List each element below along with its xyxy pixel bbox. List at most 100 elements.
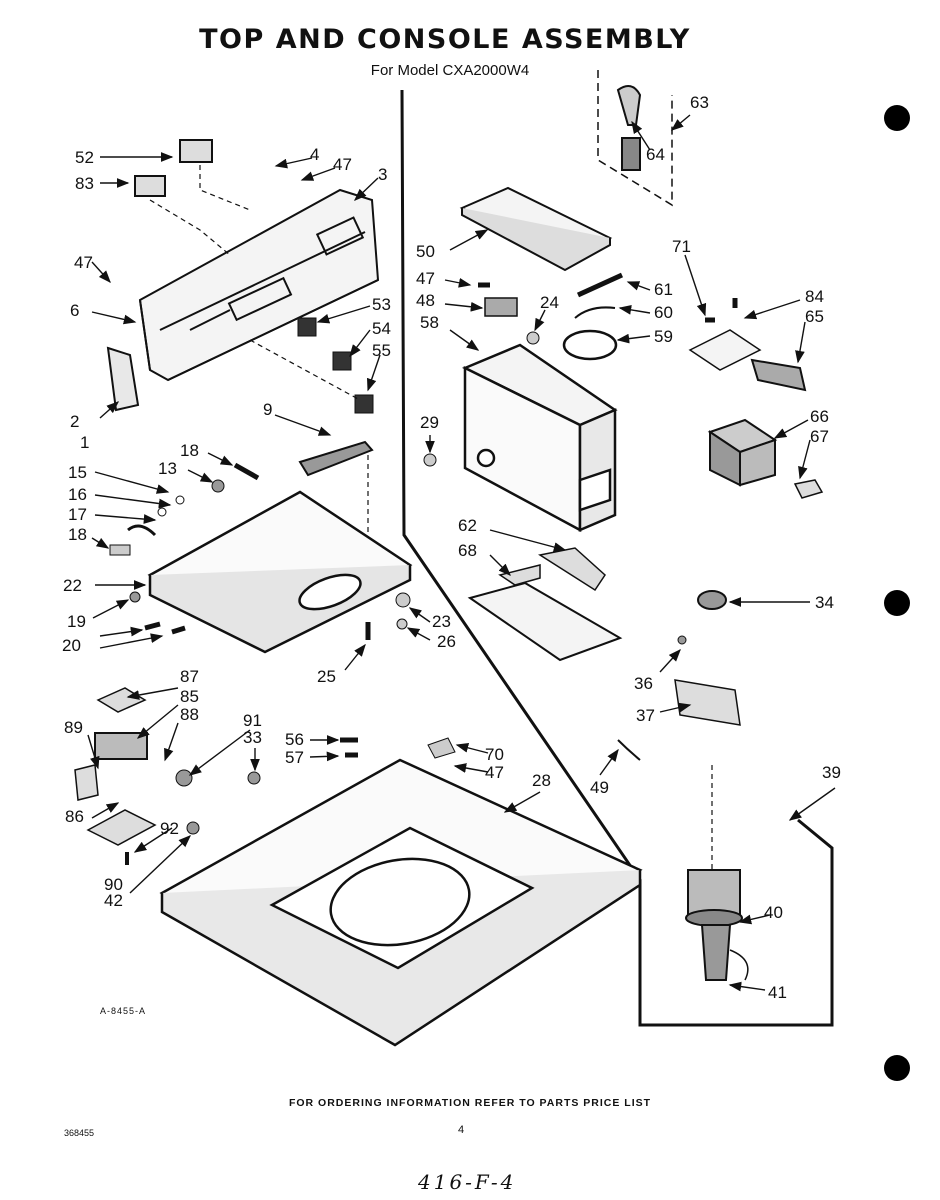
callout-label: 86 bbox=[65, 807, 84, 826]
handwritten-note: 416-F-4 bbox=[418, 1170, 517, 1194]
callout-label: 87 bbox=[180, 667, 199, 686]
callout-label: 4 bbox=[310, 145, 319, 164]
fastener-part bbox=[423, 453, 437, 467]
callout-label: 18 bbox=[180, 441, 199, 460]
switch-box-part bbox=[707, 418, 778, 487]
knob-part bbox=[332, 351, 352, 371]
callout-label: 28 bbox=[532, 771, 551, 790]
callout-label: 17 bbox=[68, 505, 87, 524]
callout-labels: 52 83 4 47 3 47 6 2 1 53 54 55 9 18 13 1… bbox=[62, 93, 841, 1002]
callout-label: 62 bbox=[458, 516, 477, 535]
callout-label: 48 bbox=[416, 291, 435, 310]
callout-label: 42 bbox=[104, 891, 123, 910]
callout-label: 52 bbox=[75, 148, 94, 167]
bracket-part bbox=[86, 809, 157, 846]
small-part bbox=[157, 507, 167, 517]
callout-label: 47 bbox=[74, 253, 93, 272]
lid-part bbox=[147, 490, 413, 654]
knob-part bbox=[297, 317, 317, 337]
callout-label: 23 bbox=[432, 612, 451, 631]
bracket-part bbox=[484, 297, 518, 317]
model-subtitle: For Model CXA2000W4 bbox=[370, 62, 530, 79]
rod-part bbox=[576, 272, 624, 298]
callout-label: 85 bbox=[180, 687, 199, 706]
callout-label: 36 bbox=[634, 674, 653, 693]
cabinet-top-part bbox=[159, 758, 643, 1047]
fastener-part bbox=[175, 769, 193, 787]
callout-label: 83 bbox=[75, 174, 94, 193]
callout-label: 47 bbox=[485, 763, 504, 782]
callout-label: 9 bbox=[263, 400, 272, 419]
callout-label: 50 bbox=[416, 242, 435, 261]
callout-label: 53 bbox=[372, 295, 391, 314]
callout-label: 66 bbox=[810, 407, 829, 426]
callout-label: 56 bbox=[285, 730, 304, 749]
bracket-part bbox=[427, 737, 456, 759]
leader-arrows bbox=[87, 114, 836, 992]
bracket-part bbox=[298, 440, 374, 477]
callout-label: 6 bbox=[70, 301, 79, 320]
small-part bbox=[127, 524, 157, 537]
callout-label: 34 bbox=[815, 593, 834, 612]
callout-label: 61 bbox=[654, 280, 673, 299]
callout-label: 29 bbox=[420, 413, 439, 432]
fastener-part bbox=[396, 618, 408, 630]
callout-label: 64 bbox=[646, 145, 665, 164]
fastener-part bbox=[144, 621, 186, 635]
small-part bbox=[175, 495, 185, 505]
knob-part bbox=[793, 479, 824, 499]
callout-label: 71 bbox=[672, 237, 691, 256]
callout-label: 68 bbox=[458, 541, 477, 560]
callout-label: 2 bbox=[70, 412, 79, 431]
switch-part bbox=[697, 590, 727, 610]
fastener-part bbox=[129, 591, 141, 603]
small-part bbox=[109, 544, 131, 556]
callout-label: 65 bbox=[805, 307, 824, 326]
bracket-part bbox=[74, 764, 99, 801]
bracket-part bbox=[498, 564, 541, 586]
latch-part bbox=[750, 358, 807, 392]
fastener-part bbox=[340, 737, 358, 758]
fastener-part bbox=[526, 331, 540, 345]
callout-label: 58 bbox=[420, 313, 439, 332]
knob-part bbox=[354, 394, 374, 414]
callout-label: 84 bbox=[805, 287, 824, 306]
ordering-footer: FOR ORDERING INFORMATION REFER TO PARTS … bbox=[288, 1097, 652, 1109]
binder-hole-icon bbox=[884, 590, 910, 616]
callout-label: 39 bbox=[822, 763, 841, 782]
callout-label: 25 bbox=[317, 667, 336, 686]
spring-part bbox=[574, 306, 616, 319]
small-part bbox=[211, 479, 225, 493]
wire-part bbox=[617, 739, 641, 761]
wire-part bbox=[729, 949, 749, 981]
callout-label: 49 bbox=[590, 778, 609, 797]
bracket-part bbox=[688, 329, 762, 371]
binder-hole-icon bbox=[884, 105, 910, 131]
lock-cylinder-part bbox=[621, 137, 641, 171]
callout-label: 20 bbox=[62, 636, 81, 655]
callout-label: 59 bbox=[654, 327, 673, 346]
callout-label: 41 bbox=[768, 983, 787, 1002]
callout-label: 47 bbox=[416, 269, 435, 288]
callout-label: 92 bbox=[160, 819, 179, 838]
callout-label: 90 bbox=[104, 875, 123, 894]
callout-label: 18 bbox=[68, 525, 87, 544]
switch-part bbox=[134, 175, 166, 197]
callout-label: 1 bbox=[80, 433, 89, 452]
callout-label: 60 bbox=[654, 303, 673, 322]
callout-label: 16 bbox=[68, 485, 87, 504]
end-cap-part bbox=[106, 346, 140, 412]
diagram-title: TOP AND CONSOLE ASSEMBLY bbox=[199, 24, 691, 55]
switch-part bbox=[179, 139, 213, 163]
fastener-part bbox=[247, 771, 261, 785]
small-part bbox=[233, 462, 260, 481]
fastener-part bbox=[395, 592, 411, 608]
callout-label: 15 bbox=[68, 463, 87, 482]
callout-label: 19 bbox=[67, 612, 86, 631]
bracket-part bbox=[96, 687, 147, 713]
callout-label: 55 bbox=[372, 341, 391, 360]
plate-part bbox=[467, 581, 623, 662]
document-number: 368455 bbox=[64, 1128, 95, 1138]
divider-line bbox=[400, 89, 834, 1027]
